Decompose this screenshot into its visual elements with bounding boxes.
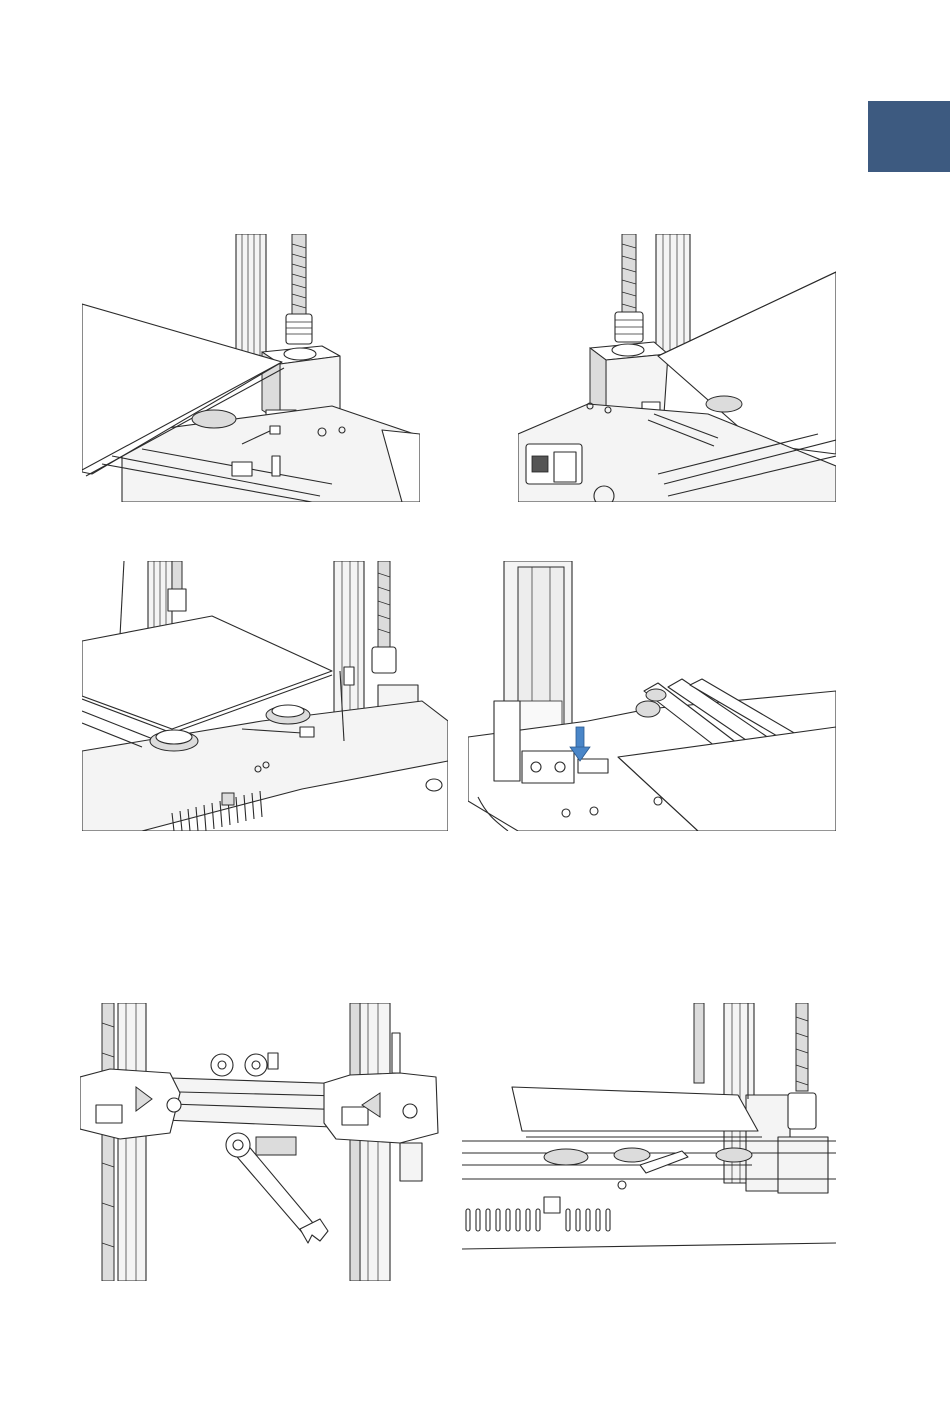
figure-bed-leveling-wheels [82,561,448,831]
figure-z-endstop-arrow [468,561,836,831]
figure-bed-side-view [462,1003,836,1253]
blue-arrow-shaft [576,727,584,749]
section-tab [868,101,950,172]
figure-z-motor-right [518,234,836,502]
figure-z-motor-left [82,234,420,502]
figure-x-gantry-wrench [80,1003,442,1281]
